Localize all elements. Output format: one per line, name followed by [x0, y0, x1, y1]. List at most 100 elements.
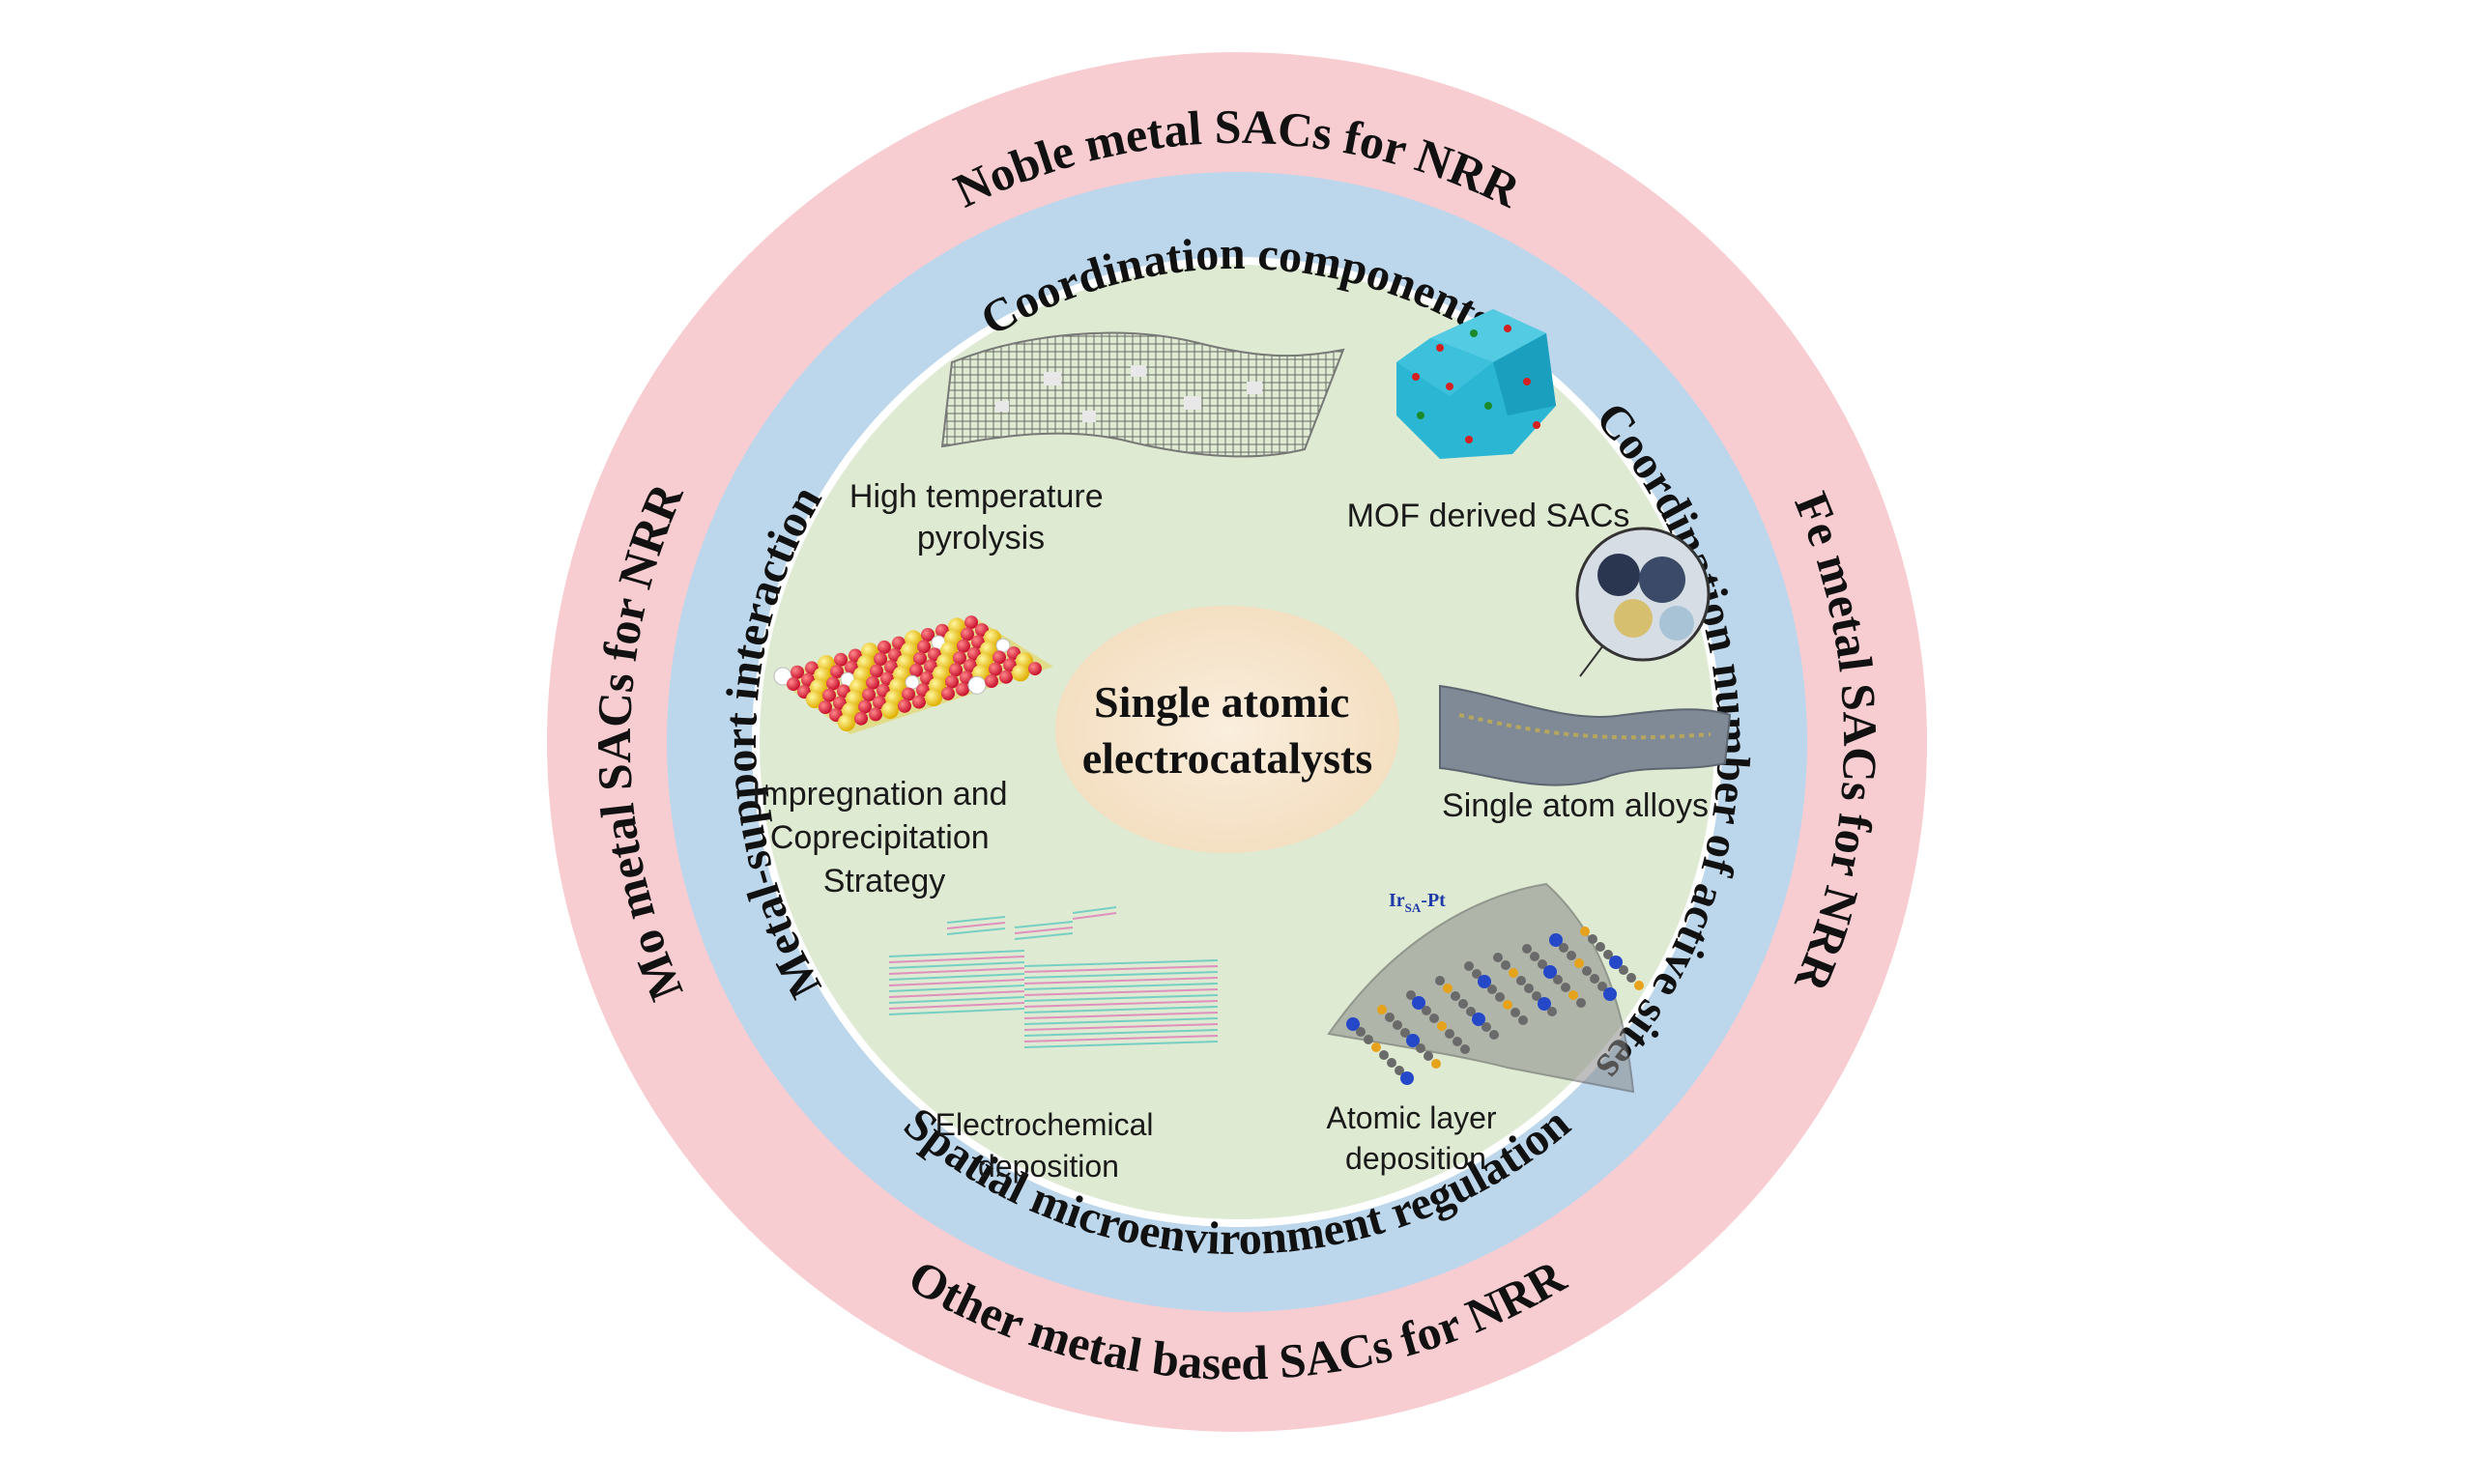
- ald-atom: [1547, 1007, 1557, 1016]
- lattice-atom: [822, 688, 836, 702]
- lattice-atom: [953, 651, 966, 665]
- ald-atom: [1364, 1035, 1373, 1044]
- deposition-stripe: [1014, 921, 1074, 928]
- ald-atom: [1568, 990, 1578, 1000]
- deposition-stripe: [946, 916, 1006, 924]
- lattice-atom: [985, 674, 998, 688]
- ald-atom: [1451, 991, 1460, 1001]
- lattice-atom: [898, 699, 911, 713]
- ald-atom: [1472, 1013, 1485, 1026]
- deposition-stripe: [1014, 932, 1074, 940]
- deposition-stripe: [1023, 959, 1219, 967]
- deposition-stripe: [1023, 977, 1219, 985]
- lattice-atom: [1028, 662, 1042, 676]
- deposition-stripe: [1023, 1000, 1219, 1008]
- lattice-atom: [874, 652, 887, 667]
- ald-atom: [1458, 999, 1468, 1009]
- ald-atom: [1522, 944, 1532, 954]
- deposition-stripe: [1023, 1029, 1219, 1037]
- ald-atom: [1582, 966, 1592, 976]
- ald-atom: [1395, 1066, 1404, 1075]
- deposition-stripe: [1023, 971, 1219, 979]
- deposition-stripe: [1023, 1035, 1219, 1042]
- ald-atom: [1530, 952, 1539, 961]
- ald-atom: [1443, 984, 1453, 993]
- lattice-atom: [992, 650, 1006, 665]
- ald-atom: [1509, 968, 1518, 978]
- ald-atom: [1437, 1021, 1447, 1031]
- deposition-stripe: [888, 996, 1025, 1004]
- ald-atom: [1371, 1042, 1381, 1052]
- ald-atom: [1493, 953, 1503, 962]
- ald-mesh-illustration: IrSA-Pt: [1327, 882, 1644, 1094]
- ald-atom: [1501, 960, 1510, 970]
- ald-atom: [1597, 982, 1607, 991]
- ald-atom: [1489, 1030, 1499, 1040]
- ald-atom: [1356, 1027, 1366, 1037]
- lattice-atom: [877, 640, 891, 654]
- ald-atom: [1590, 974, 1599, 984]
- deposition-stripe: [888, 950, 1025, 957]
- ald-atom: [1435, 976, 1445, 985]
- ald-atom: [1603, 950, 1613, 959]
- deposition-stripe: [1023, 1017, 1219, 1025]
- ald-atom: [1429, 1013, 1439, 1023]
- ald-atom: [1626, 973, 1636, 983]
- ald-atom: [1588, 934, 1597, 944]
- ald-atom: [1549, 933, 1563, 947]
- ald-atom: [1478, 975, 1491, 988]
- lattice-atom: [917, 640, 931, 654]
- deposition-layers-illustration: [888, 906, 1219, 1048]
- lattice-atom: [862, 688, 876, 702]
- deposition-stripe: [1072, 906, 1117, 914]
- deposition-stripe: [1014, 927, 1074, 934]
- deposition-stripe: [888, 979, 1025, 986]
- ald-atom: [1377, 1005, 1387, 1014]
- lattice-atom: [819, 700, 832, 714]
- lattice-atom: [999, 670, 1013, 684]
- lattice-atom: [909, 663, 923, 677]
- ald-atom: [1379, 1050, 1389, 1060]
- ald-atom: [1460, 1044, 1470, 1054]
- lattice-atom: [964, 615, 978, 630]
- ald-atom: [1524, 984, 1534, 993]
- graphene-sheet-illustration: [940, 331, 1345, 458]
- ald-atom: [1400, 1028, 1410, 1038]
- label-mof-derived-sacs: MOF derived SACs: [1347, 498, 1630, 534]
- lattice-atom: [945, 674, 959, 689]
- ald-atom: [1553, 975, 1563, 985]
- deposition-stripe: [946, 928, 1006, 935]
- lattice-atom: [949, 663, 963, 677]
- ald-atom: [1393, 1020, 1402, 1030]
- label-high-temperature-pyrolysis: High temperature pyrolysis: [849, 478, 1112, 556]
- lattice-atom: [902, 687, 915, 701]
- lattice-illustration: [773, 615, 1053, 734]
- center-title: Single atomic electrocatalysts: [1082, 677, 1373, 783]
- deposition-stripe: [1023, 1006, 1219, 1013]
- ald-atom: [1543, 965, 1557, 979]
- ald-atom: [1532, 991, 1541, 1001]
- ald-atom: [1406, 990, 1416, 1000]
- lattice-atom: [921, 628, 935, 642]
- ald-atom: [1424, 1051, 1433, 1061]
- lattice-atom: [957, 639, 970, 653]
- ald-atom: [1453, 1037, 1462, 1046]
- ald-atom: [1567, 951, 1576, 960]
- lattice-atom: [826, 676, 840, 691]
- deposition-stripe: [888, 961, 1025, 969]
- lattice-atom: [858, 699, 872, 714]
- deposition-stripe: [888, 956, 1025, 963]
- lattice-atom: [791, 665, 804, 679]
- lattice-atom: [773, 667, 792, 686]
- ald-atom: [1510, 1008, 1520, 1017]
- deposition-stripe: [1023, 965, 1219, 973]
- ald-atom: [1466, 1007, 1476, 1016]
- deposition-stripe: [1023, 994, 1219, 1002]
- deposition-stripe: [1023, 1041, 1219, 1048]
- ir-pt-label: IrSA-Pt: [1389, 890, 1446, 915]
- ald-atom: [1596, 942, 1605, 952]
- lattice-atom: [838, 714, 855, 731]
- deposition-stripe: [1023, 1012, 1219, 1019]
- lattice-atom: [941, 686, 955, 700]
